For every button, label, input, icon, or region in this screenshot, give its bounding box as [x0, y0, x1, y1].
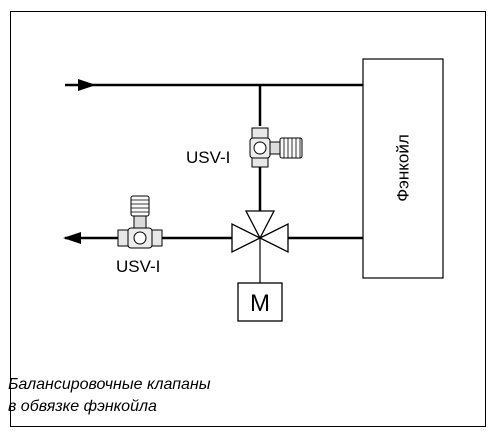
balancing-valve-top	[249, 127, 303, 168]
valve-bottom-label: USV-I	[116, 257, 160, 276]
motor-label: M	[250, 290, 270, 317]
supply-arrow	[78, 79, 96, 91]
balancing-valve-bottom	[117, 195, 163, 249]
caption-line-1: Балансировочные клапаны	[8, 376, 211, 393]
three-way-valve	[231, 210, 289, 254]
caption-line-2: в обвязке фэнкойла	[8, 398, 157, 415]
fancoil-unit	[362, 58, 444, 279]
motor-actuator	[237, 282, 283, 322]
return-arrow	[63, 232, 81, 244]
fancoil-label: Фэнкойл	[393, 134, 412, 202]
diagram-frame	[10, 11, 486, 427]
valve-top-label: USV-I	[186, 148, 230, 167]
diagram-caption: Балансировочные клапаны в обвязке фэнкой…	[8, 374, 368, 418]
